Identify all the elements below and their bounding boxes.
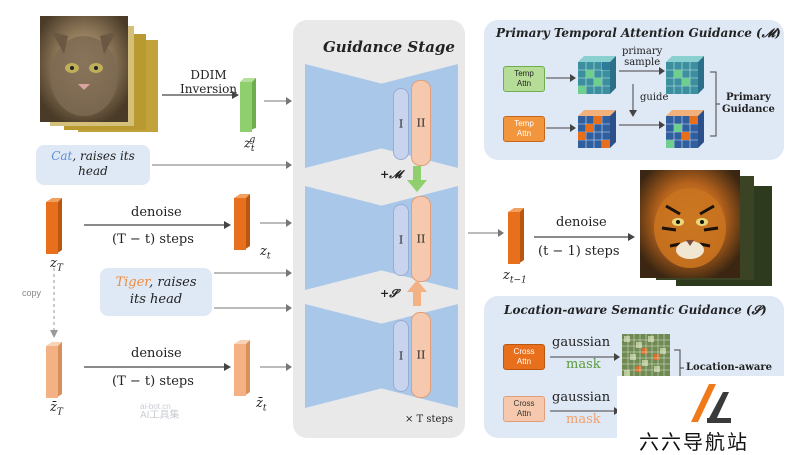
arrow-zbar-t-to-stage <box>260 363 292 371</box>
latent-zbar-t-label: z̄t <box>256 396 267 414</box>
arrow-zt-to-stage <box>260 219 292 227</box>
arrow-tiger-prompt-top <box>214 269 292 277</box>
denoise-label-bottom: denoise <box>131 346 182 361</box>
primary-guidance-title: Primary Temporal Attention Guidance (𝓜) <box>496 26 781 40</box>
unet-encoder-middle <box>305 186 383 290</box>
arrow-gaussian-top <box>550 353 620 361</box>
times-t-steps: × T steps <box>405 414 454 425</box>
latent-zbar-T-label: z̄T <box>50 400 63 418</box>
primary-sample-label: primary sample <box>622 46 663 68</box>
attn-block-ii-top: II <box>411 80 431 166</box>
latent-zT <box>46 198 62 254</box>
watermark-small: ai-bot.cn AI工具集 <box>140 402 180 421</box>
steps-label-top: (T − t) steps <box>112 232 194 247</box>
brand-logo-icon <box>691 384 731 423</box>
attn-block-ii-bottom: II <box>411 312 431 398</box>
arrow-stage-output <box>468 229 504 237</box>
attn-block-i-top: I <box>393 88 409 160</box>
cross-attn-box-top: Cross Attn <box>503 344 545 370</box>
steps-label-right: (t − 1) steps <box>538 244 620 259</box>
guidance-stage-title: Guidance Stage <box>323 38 455 56</box>
attn-map-bottom-right <box>666 110 704 148</box>
attn-block-i-middle: I <box>393 204 409 276</box>
denoise-label-top: denoise <box>131 205 182 220</box>
temp-attn-box-bottom: Temp Attn <box>503 116 545 142</box>
brand-text: 六六导航站 <box>639 432 749 454</box>
latent-zt <box>234 194 250 250</box>
latent-zt-g <box>240 78 256 132</box>
ddim-inversion-label: DDIM Inversion <box>180 68 238 96</box>
m-guidance-arrow <box>407 166 427 192</box>
arrow-denoise-top <box>84 221 231 229</box>
arrow-denoise-right <box>534 233 635 241</box>
mask-label-top: mask <box>566 357 601 372</box>
cross-attn-box-bottom: Cross Attn <box>503 396 545 422</box>
plus-m-label: +𝓜 <box>380 168 402 181</box>
steps-label-bottom: (T − t) steps <box>112 374 194 389</box>
gaussian-label-top: gaussian <box>552 335 611 350</box>
prompt-cat: Cat, raises its head <box>36 145 150 185</box>
unet-encoder-bottom <box>305 304 383 408</box>
primary-guidance-label: Primary Guidance <box>722 92 775 115</box>
plus-s-label: +𝓢 <box>380 287 398 300</box>
gaussian-label-bottom: gaussian <box>552 390 611 405</box>
arrow-zt-g-to-stage <box>264 97 292 105</box>
guide-label: guide <box>640 92 669 103</box>
brand-watermark: 六六导航站 <box>617 376 800 454</box>
ddim-arrow <box>162 91 239 99</box>
attn-map-bottom-left <box>578 110 616 148</box>
latent-zbar-T <box>46 342 62 398</box>
location-aware-bracket <box>674 349 684 386</box>
latent-zT-label: zT <box>50 256 63 274</box>
attn-block-i-bottom: I <box>393 320 409 392</box>
unet-encoder-top <box>305 64 383 168</box>
temp-attn-arrows <box>546 74 576 132</box>
mask-label-bottom: mask <box>566 412 601 427</box>
arrow-denoise-bottom <box>84 363 231 371</box>
copy-arrow <box>50 268 58 338</box>
location-guidance-title: Location-aware Semantic Guidance (𝓢) <box>504 303 767 317</box>
prompt-tiger-subject: Tiger <box>115 275 150 290</box>
latent-zt-label: zt <box>260 244 271 262</box>
masked-attn-map <box>622 334 670 378</box>
prompt-cat-subject: Cat <box>51 149 73 163</box>
tiger-image-stack <box>640 170 772 286</box>
arrow-cat-prompt <box>152 161 292 169</box>
attn-map-top-right <box>666 56 704 94</box>
latent-zt-minus-1 <box>508 208 524 264</box>
attn-block-ii-middle: II <box>411 196 431 282</box>
temp-attn-box-top: Temp Attn <box>503 66 545 92</box>
arrow-bottom-to-guided <box>619 121 665 129</box>
copy-label: copy <box>22 288 42 298</box>
denoise-label-right: denoise <box>556 215 607 230</box>
latent-zbar-t <box>234 340 250 396</box>
arrow-tiger-prompt-bottom <box>214 304 292 312</box>
s-guidance-arrow <box>407 280 427 306</box>
arrow-guide <box>629 84 637 117</box>
latent-zt-minus-1-label: zt−1 <box>503 268 527 286</box>
cat-image-stack <box>40 16 158 132</box>
attn-map-top-left <box>578 56 616 94</box>
latent-zt-g-label: ztg <box>244 135 256 154</box>
arrow-primary-sample <box>619 67 665 75</box>
location-aware-label: Location-aware <box>686 362 772 373</box>
prompt-tiger: Tiger, raises its head <box>100 268 212 316</box>
primary-guidance-bracket <box>710 71 720 137</box>
